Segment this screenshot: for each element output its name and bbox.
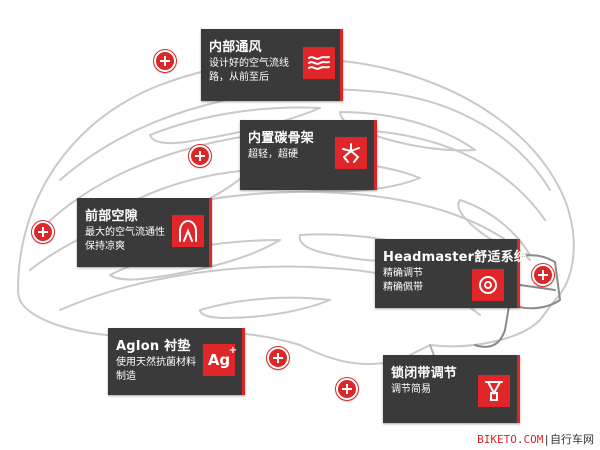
airflow-icon <box>303 47 335 79</box>
feature-title: 内置碳骨架 <box>248 131 315 146</box>
feature-title: 前部空隙 <box>85 209 138 224</box>
feature-card-headmaster: Headmaster舒适系统 精确调节 精确佩带 <box>375 239 527 308</box>
feature-card-front-ports: 前部空隙 最大的空气流通性 保持凉爽 <box>77 198 212 267</box>
site-watermark: BIKETO.COM|自行车网 <box>477 433 594 446</box>
feature-description: 精确调节 精确佩带 <box>383 268 423 293</box>
ventilation-hotspot[interactable] <box>154 50 176 72</box>
feature-card-carbon-frame: 内置碳骨架 超轻，超硬 <box>240 120 377 190</box>
feature-title: 内部通风 <box>209 40 262 55</box>
buckle-hotspot[interactable] <box>336 378 358 400</box>
buckle-icon <box>478 375 510 407</box>
front-port-icon <box>172 215 204 247</box>
feature-description: 设计好的空气流线 路，从前至后 <box>209 58 289 83</box>
feature-description: 最大的空气流通性 保持凉爽 <box>85 227 165 252</box>
feature-card-buckle: 锁闭带调节 调节简易 <box>383 355 520 423</box>
feature-title: AgIon 衬垫 <box>116 339 191 354</box>
feature-title: 锁闭带调节 <box>391 366 458 381</box>
carbon-skeleton-icon <box>335 137 367 169</box>
headmaster-hotspot[interactable] <box>532 264 554 286</box>
feature-card-agion-pads: AgIon 衬垫 使用天然抗菌材料 制造 Ag+ <box>108 328 245 395</box>
feature-description: 调节简易 <box>391 384 431 395</box>
feature-description: 使用天然抗菌材料 制造 <box>116 357 196 382</box>
front-ports-hotspot[interactable] <box>32 221 54 243</box>
feature-description: 超轻，超硬 <box>248 149 298 160</box>
carbon-frame-hotspot[interactable] <box>189 145 211 167</box>
feature-title: Headmaster舒适系统 <box>383 250 528 265</box>
dial-adjuster-icon <box>472 269 504 301</box>
agion-hotspot[interactable] <box>267 347 289 369</box>
silver-ion-icon: Ag+ <box>203 344 237 376</box>
feature-card-ventilation: 内部通风 设计好的空气流线 路，从前至后 <box>201 29 343 101</box>
